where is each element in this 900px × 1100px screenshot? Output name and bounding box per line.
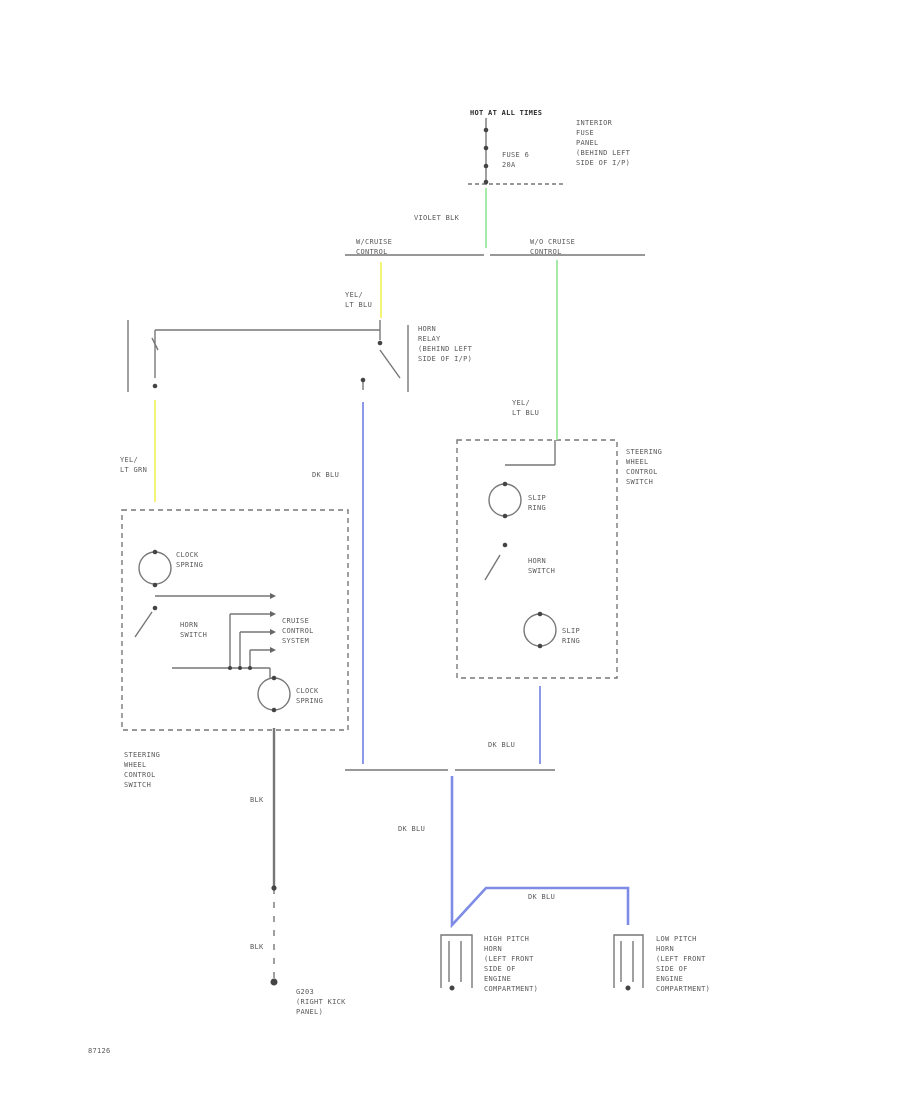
horn-sw-left-term [152, 605, 158, 611]
horn-sw-right-term [502, 542, 508, 548]
low-horn-term [625, 985, 631, 991]
horn-switch-right-arm [484, 554, 501, 581]
arrow-1 [270, 593, 276, 599]
arrow-4 [270, 647, 276, 653]
splice-1 [228, 666, 232, 670]
horn-switch-left-label: HORN SWITCH [180, 621, 208, 639]
arrow-2 [270, 611, 276, 617]
violet-blk-wire-label: VIOLET BLK [414, 214, 460, 222]
dk-blu-horn-label: DK BLU [528, 893, 556, 901]
dk-blu-left-label: DK BLU [312, 471, 340, 479]
low-horn-symbol [613, 934, 644, 988]
dk-blu-center-label: DK BLU [398, 825, 426, 833]
fuse-term-4 [483, 179, 489, 185]
cruise-control-system-label: CRUISE CONTROL SYSTEM [282, 617, 314, 645]
high-horn-symbol [440, 934, 473, 988]
figure-id-label: 87126 [88, 1047, 111, 1055]
relay-contact-arm [379, 349, 401, 379]
splice-3 [248, 666, 252, 670]
clock-spring-top-label: CLOCK SPRING [176, 551, 204, 569]
horn-relay-label: HORN RELAY (BEHIND LEFT SIDE OF I/P) [418, 325, 473, 363]
relay-term-2 [360, 377, 366, 383]
relay-term-1 [377, 340, 383, 346]
clock-bottom-term-2 [271, 707, 277, 713]
fuse-term-1 [483, 127, 489, 133]
fuse-panel-location-label: INTERIOR FUSE PANEL (BEHIND LEFT SIDE OF… [576, 119, 631, 167]
fuse-term-2 [483, 145, 489, 151]
yel-lt-grn-label: YEL/ LT GRN [120, 456, 148, 474]
horn-switch-right-label: HORN SWITCH [528, 557, 556, 575]
wo-cruise-label: W/O CRUISE CONTROL [530, 238, 576, 256]
right-switch-boundary [456, 439, 618, 679]
clock-top-term-1 [152, 549, 158, 555]
left-switch-title: STEERING WHEEL CONTROL SWITCH [124, 751, 161, 789]
clock-spring-bottom-symbol [257, 677, 291, 711]
blk-lower-label: BLK [250, 943, 264, 951]
horn-switch-left-arm [134, 611, 153, 638]
clock-top-term-2 [152, 582, 158, 588]
slip-bottom-term-1 [537, 611, 543, 617]
arrow-3 [270, 629, 276, 635]
ground-g203-label: G203 (RIGHT KICK PANEL) [296, 988, 346, 1016]
slip-top-term-1 [502, 481, 508, 487]
right-switch-title: STEERING WHEEL CONTROL SWITCH [626, 448, 663, 486]
yel-lt-blu-right-label: YEL/ LT BLU [512, 399, 540, 417]
fuse-label: FUSE 6 20A [502, 151, 530, 169]
slip-bottom-term-2 [537, 643, 543, 649]
hot-at-all-times-label: HOT AT ALL TIMES [470, 109, 543, 117]
low-pitch-horn-label: LOW PITCH HORN (LEFT FRONT SIDE OF ENGIN… [656, 935, 711, 993]
high-horn-term [449, 985, 455, 991]
high-pitch-horn-label: HIGH PITCH HORN (LEFT FRONT SIDE OF ENGI… [484, 935, 539, 993]
splice-2 [238, 666, 242, 670]
blk-upper-label: BLK [250, 796, 264, 804]
dk-blu-right-label: DK BLU [488, 741, 516, 749]
left-switch-boundary [121, 509, 349, 731]
slip-top-term-2 [502, 513, 508, 519]
slip-ring-top-symbol [488, 483, 522, 517]
w-cruise-label: W/CRUISE CONTROL [356, 238, 393, 256]
relay-term-3 [152, 383, 158, 389]
slip-ring-bottom-symbol [523, 613, 557, 647]
relay-left-jog [151, 337, 159, 351]
dk-blu-wire-horns [450, 776, 630, 929]
ground-point [270, 978, 278, 986]
clock-spring-top-symbol [138, 551, 172, 585]
yel-lt-blu-top-label: YEL/ LT BLU [345, 291, 373, 309]
ground-splice [271, 885, 277, 891]
fuse-term-3 [483, 163, 489, 169]
clock-bottom-term-1 [271, 675, 277, 681]
clock-spring-bottom-label: CLOCK SPRING [296, 687, 324, 705]
slip-ring-bottom-label: SLIP RING [562, 627, 581, 645]
slip-ring-top-label: SLIP RING [528, 494, 547, 512]
